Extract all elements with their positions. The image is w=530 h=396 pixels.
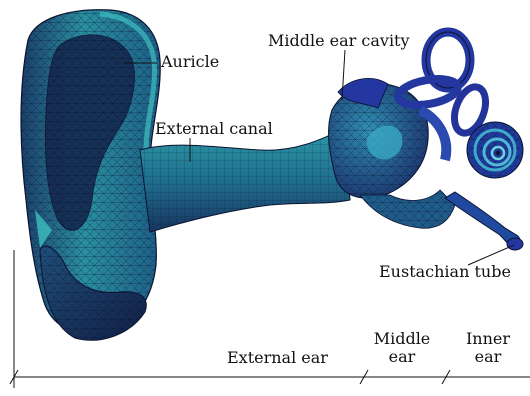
external-ear-label: External ear <box>227 349 328 367</box>
auricle-label: Auricle <box>161 53 219 71</box>
middle-ear-label-line1: Middle <box>372 330 432 348</box>
middle-ear-cavity-label: Middle ear cavity <box>268 32 410 50</box>
eustachian-tube-shape <box>445 192 523 250</box>
auricle-shape <box>21 10 160 340</box>
middle-ear-label-line2: ear <box>372 348 432 366</box>
inner-ear-label: Inner ear <box>458 330 518 366</box>
inner-ear-label-line1: Inner <box>458 330 518 348</box>
middle-ear-label: Middle ear <box>372 330 432 366</box>
eustachian-tube-label: Eustachian tube <box>379 263 511 281</box>
inner-ear-label-line2: ear <box>458 348 518 366</box>
external-canal-label: External canal <box>155 120 273 138</box>
external-canal-shape <box>140 128 350 232</box>
